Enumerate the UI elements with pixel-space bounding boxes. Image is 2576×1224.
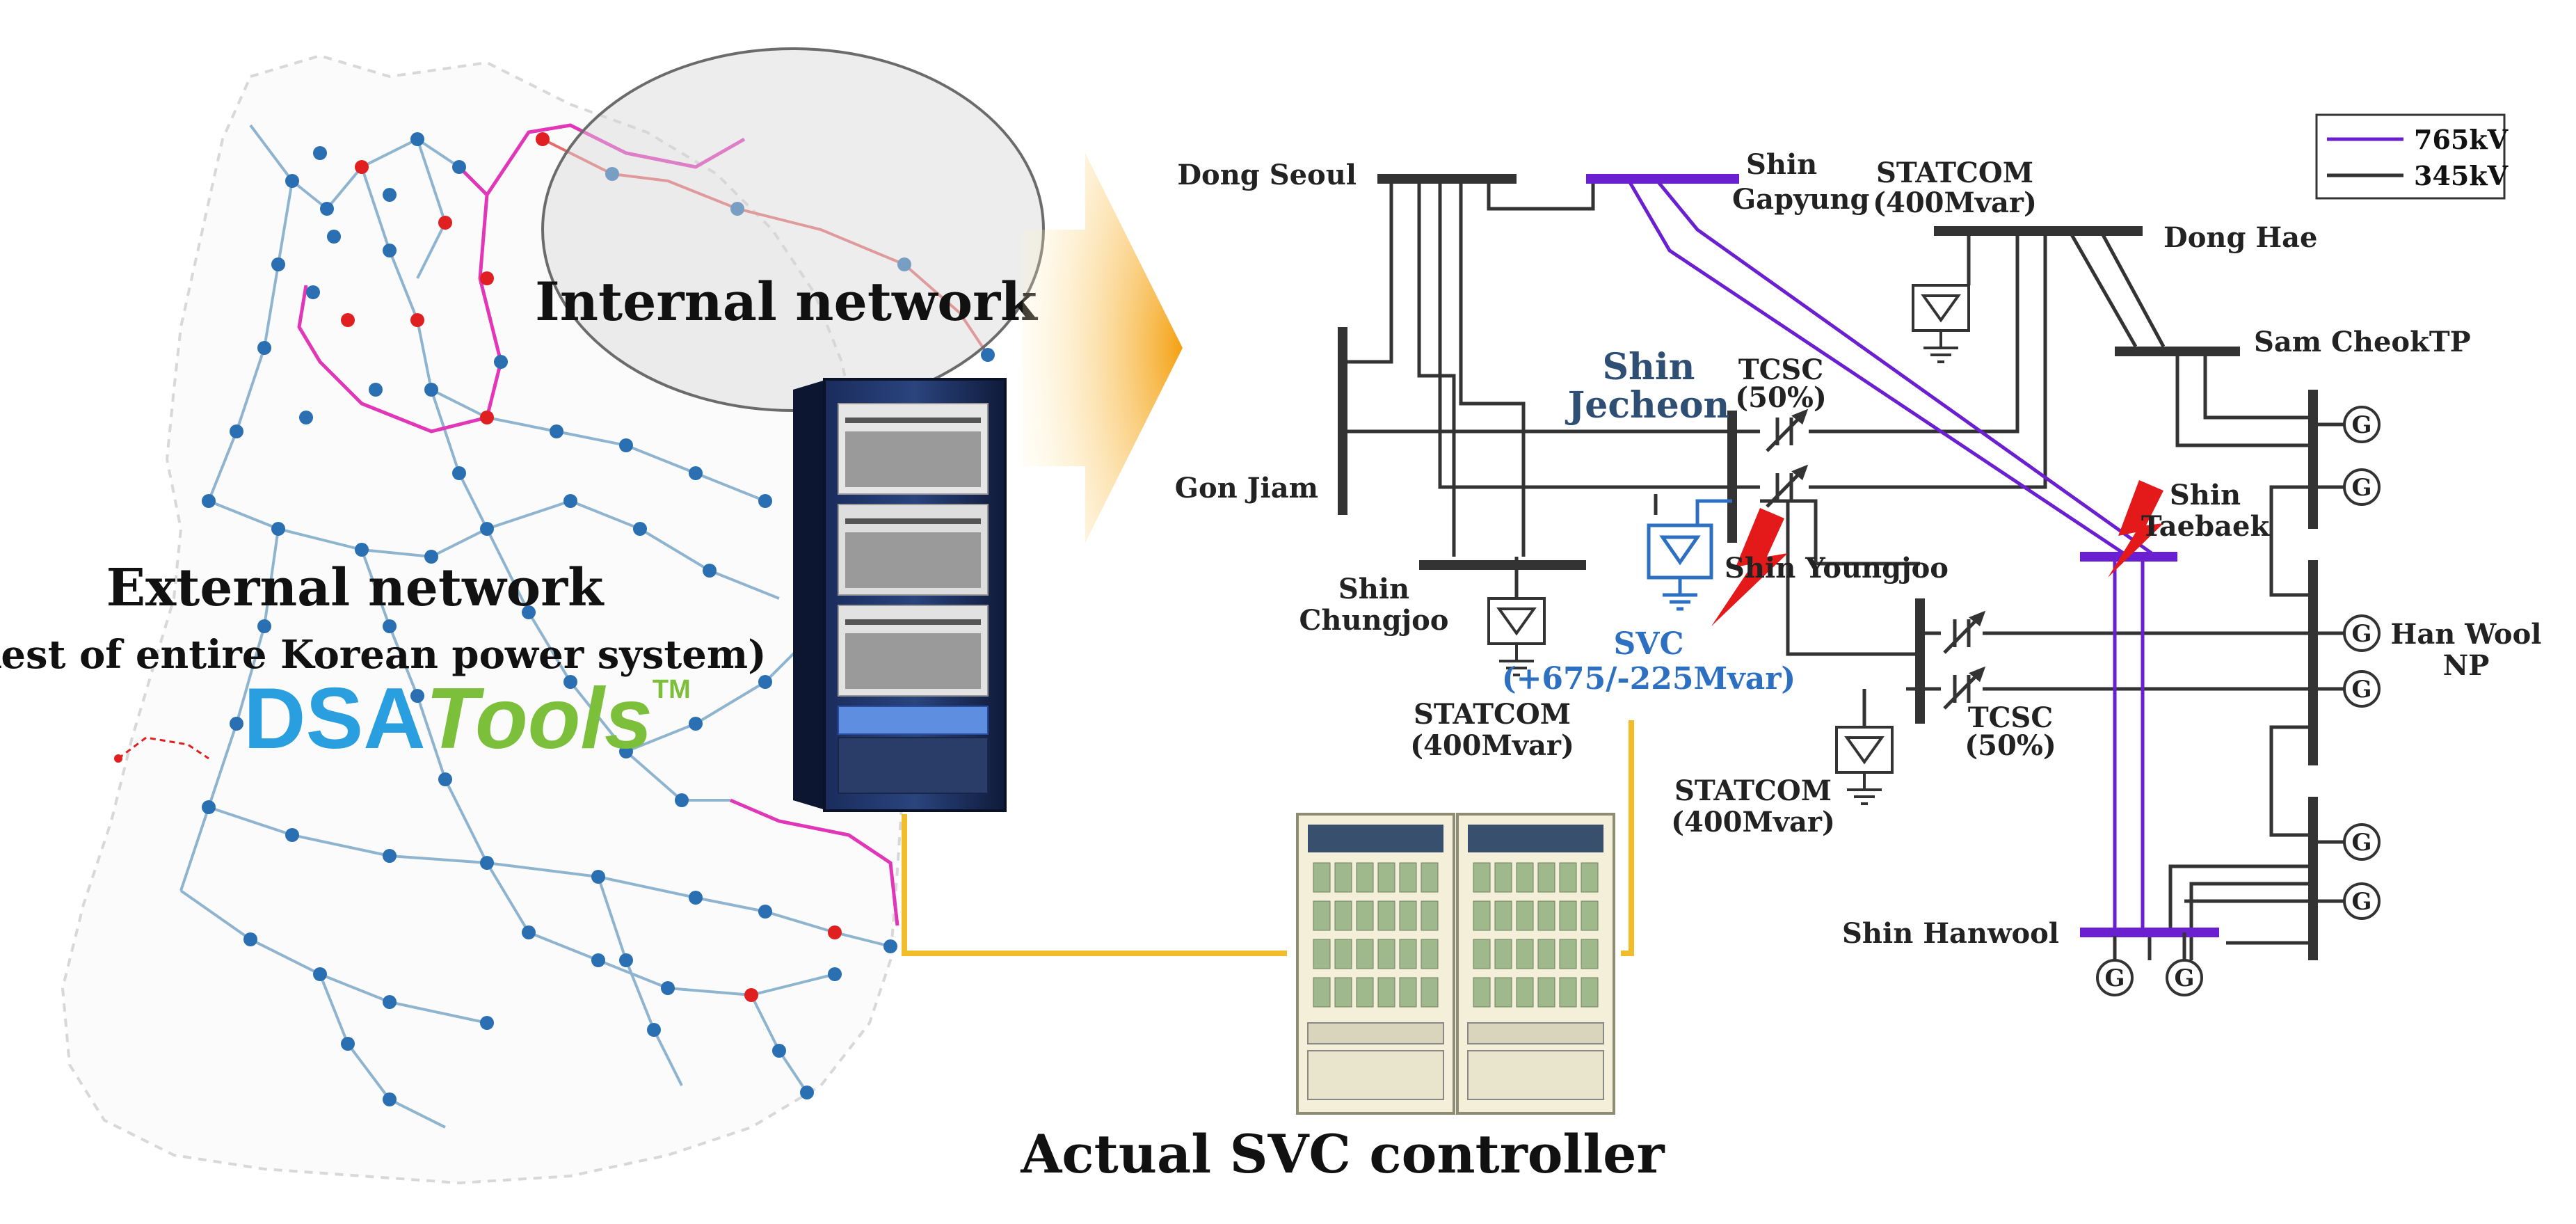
generator-label: G (2351, 620, 2371, 648)
controller-label: Actual SVC controller (1020, 1123, 1665, 1185)
label-statcom-bottom-2: (400Mvar) (1671, 806, 1835, 838)
label-shin-jecheon-2: Jecheon (1565, 384, 1730, 427)
statcom-bottom (1835, 726, 1894, 805)
flow-arrow (1023, 153, 1183, 543)
generator-label: G (2351, 829, 2371, 857)
label-statcom-mid-2: (400Mvar) (1410, 729, 1574, 762)
label-shin-gapyung-1: Shin (1746, 148, 1817, 181)
label-gon-jiam: Gon Jiam (1175, 472, 1318, 504)
map-pink-line-south (730, 798, 899, 926)
map-dashed-node (114, 754, 122, 763)
label-statcom-mid-1: STATCOM (1414, 698, 1571, 731)
rtds-simulator-cabinet (793, 378, 1007, 812)
label-han-wool-2: NP (2443, 649, 2490, 682)
statcom-top (1912, 284, 1970, 363)
controller-link-lines (902, 720, 1634, 956)
internal-network-ellipse (541, 47, 1045, 412)
dsatools-logo: DSAToolsTM (243, 671, 691, 767)
tcsc-top-2 (1766, 464, 1809, 508)
internal-network-label: Internal network (535, 271, 1038, 333)
label-shin-jecheon-1: Shin (1603, 346, 1695, 388)
generator-label: G (2351, 411, 2371, 439)
generator-label: G (2351, 888, 2371, 916)
generator-label: G (2351, 676, 2371, 704)
generator-label: G (2174, 964, 2194, 992)
label-dong-hae: Dong Hae (2163, 221, 2318, 254)
label-dong-seoul: Dong Seoul (1177, 159, 1357, 191)
korea-map: Internal network External network (Rest … (0, 47, 1045, 1185)
label-tcsc-right-1: TCSC (1968, 701, 2053, 734)
tcsc-right-2 (1943, 666, 1986, 710)
label-shin-gapyung-2: Gapyung (1732, 183, 1869, 216)
label-svc-2: (+675/-225Mvar) (1502, 661, 1796, 697)
legend-765-label: 765kV (2414, 124, 2509, 155)
map-internal-red-line (542, 138, 989, 356)
label-statcom-top-2: (400Mvar) (1873, 186, 2037, 219)
label-shin-chungjoo-2: Chungjoo (1299, 604, 1449, 637)
tcsc-symbols (1766, 408, 1986, 710)
tcsc-right-1 (1943, 610, 1986, 654)
generator-icon: G (2343, 468, 2381, 506)
generator-icon: G (2343, 406, 2381, 443)
map-dashed-link (118, 736, 209, 760)
external-network-sub: (Rest of entire Korean power system) (0, 632, 767, 678)
generator-icon: G (2343, 614, 2381, 652)
generator-label: G (2104, 964, 2125, 992)
generator-icon: G (2166, 959, 2203, 996)
label-tcsc-top-2: (50%) (1735, 381, 1827, 414)
lines-765kv (1626, 177, 2158, 936)
label-shin-youngjoo: Shin Youngjoo (1725, 552, 1949, 585)
label-shin-chungjoo-1: Shin (1338, 573, 1409, 605)
label-shin-hanwool: Shin Hanwool (1842, 917, 2059, 950)
label-sam-cheok: Sam CheokTP (2254, 326, 2471, 358)
label-tcsc-right-2: (50%) (1965, 729, 2056, 762)
tcsc-top-1 (1766, 408, 1809, 452)
voltage-legend: 765kV 345kV (2315, 113, 2509, 200)
label-svc-1: SVC (1614, 626, 1684, 662)
generator-icon: G (2096, 959, 2134, 996)
generator-icon: G (2343, 823, 2381, 861)
statcom-mid (1487, 565, 1546, 676)
label-shin-taebaek-2: Taebaek (2141, 510, 2271, 543)
external-network-label: External network (106, 558, 605, 618)
label-tcsc-top-1: TCSC (1738, 353, 1823, 386)
fault-bolt-taebaek (2108, 480, 2163, 578)
label-han-wool-1: Han Wool (2391, 618, 2542, 651)
buses (1338, 174, 2318, 960)
svc-controller-cabinets (1296, 813, 1615, 1115)
generator-icon: G (2343, 670, 2381, 708)
map-pink-line-north (297, 123, 746, 434)
svc-device (1647, 499, 1732, 611)
label-statcom-top-1: STATCOM (1876, 157, 2033, 189)
generator-icon: G (2343, 882, 2381, 920)
label-shin-taebaek-1: Shin (2170, 479, 2241, 511)
diagram-labels: Dong Seoul Shin Gapyung STATCOM (400Mvar… (1175, 148, 2542, 950)
label-statcom-bottom-1: STATCOM (1674, 774, 1832, 807)
legend-345-label: 345kV (2414, 160, 2509, 191)
fault-bolt-jecheon (1711, 508, 1788, 626)
generator-label: G (2351, 474, 2371, 502)
